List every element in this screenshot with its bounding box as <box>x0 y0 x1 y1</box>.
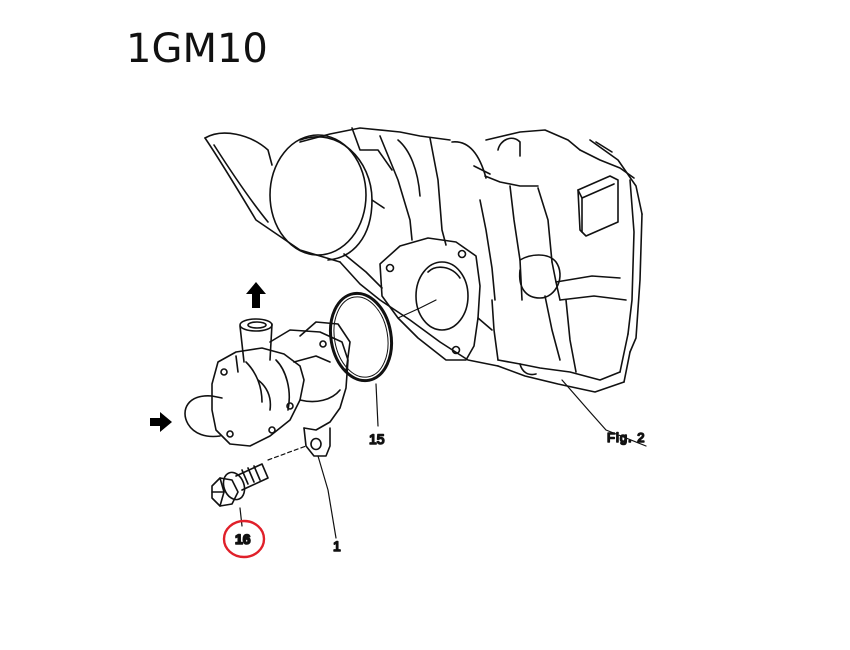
block-flange <box>379 237 481 361</box>
label-fig: Fig. 2 <box>607 430 646 445</box>
hex-bolt <box>211 463 269 507</box>
label-1: 1 <box>333 538 341 554</box>
leader-16 <box>239 507 243 527</box>
bolt-axis-line <box>267 445 307 461</box>
leader-1 <box>317 455 337 539</box>
label-16: 16 <box>235 531 251 547</box>
flow-arrow-up-icon <box>246 282 266 308</box>
flow-arrow-right-icon <box>150 412 172 432</box>
page-title: 1GM10 <box>126 26 268 72</box>
label-15: 15 <box>369 431 385 447</box>
round-boss <box>269 134 367 256</box>
center-line <box>397 299 437 319</box>
leader-15 <box>375 383 379 427</box>
thermostat-housing <box>184 318 351 457</box>
o-ring <box>328 291 394 383</box>
leader-fig <box>561 379 647 447</box>
engine-block <box>204 127 643 393</box>
callout-16-highlight: 16 <box>222 519 266 559</box>
